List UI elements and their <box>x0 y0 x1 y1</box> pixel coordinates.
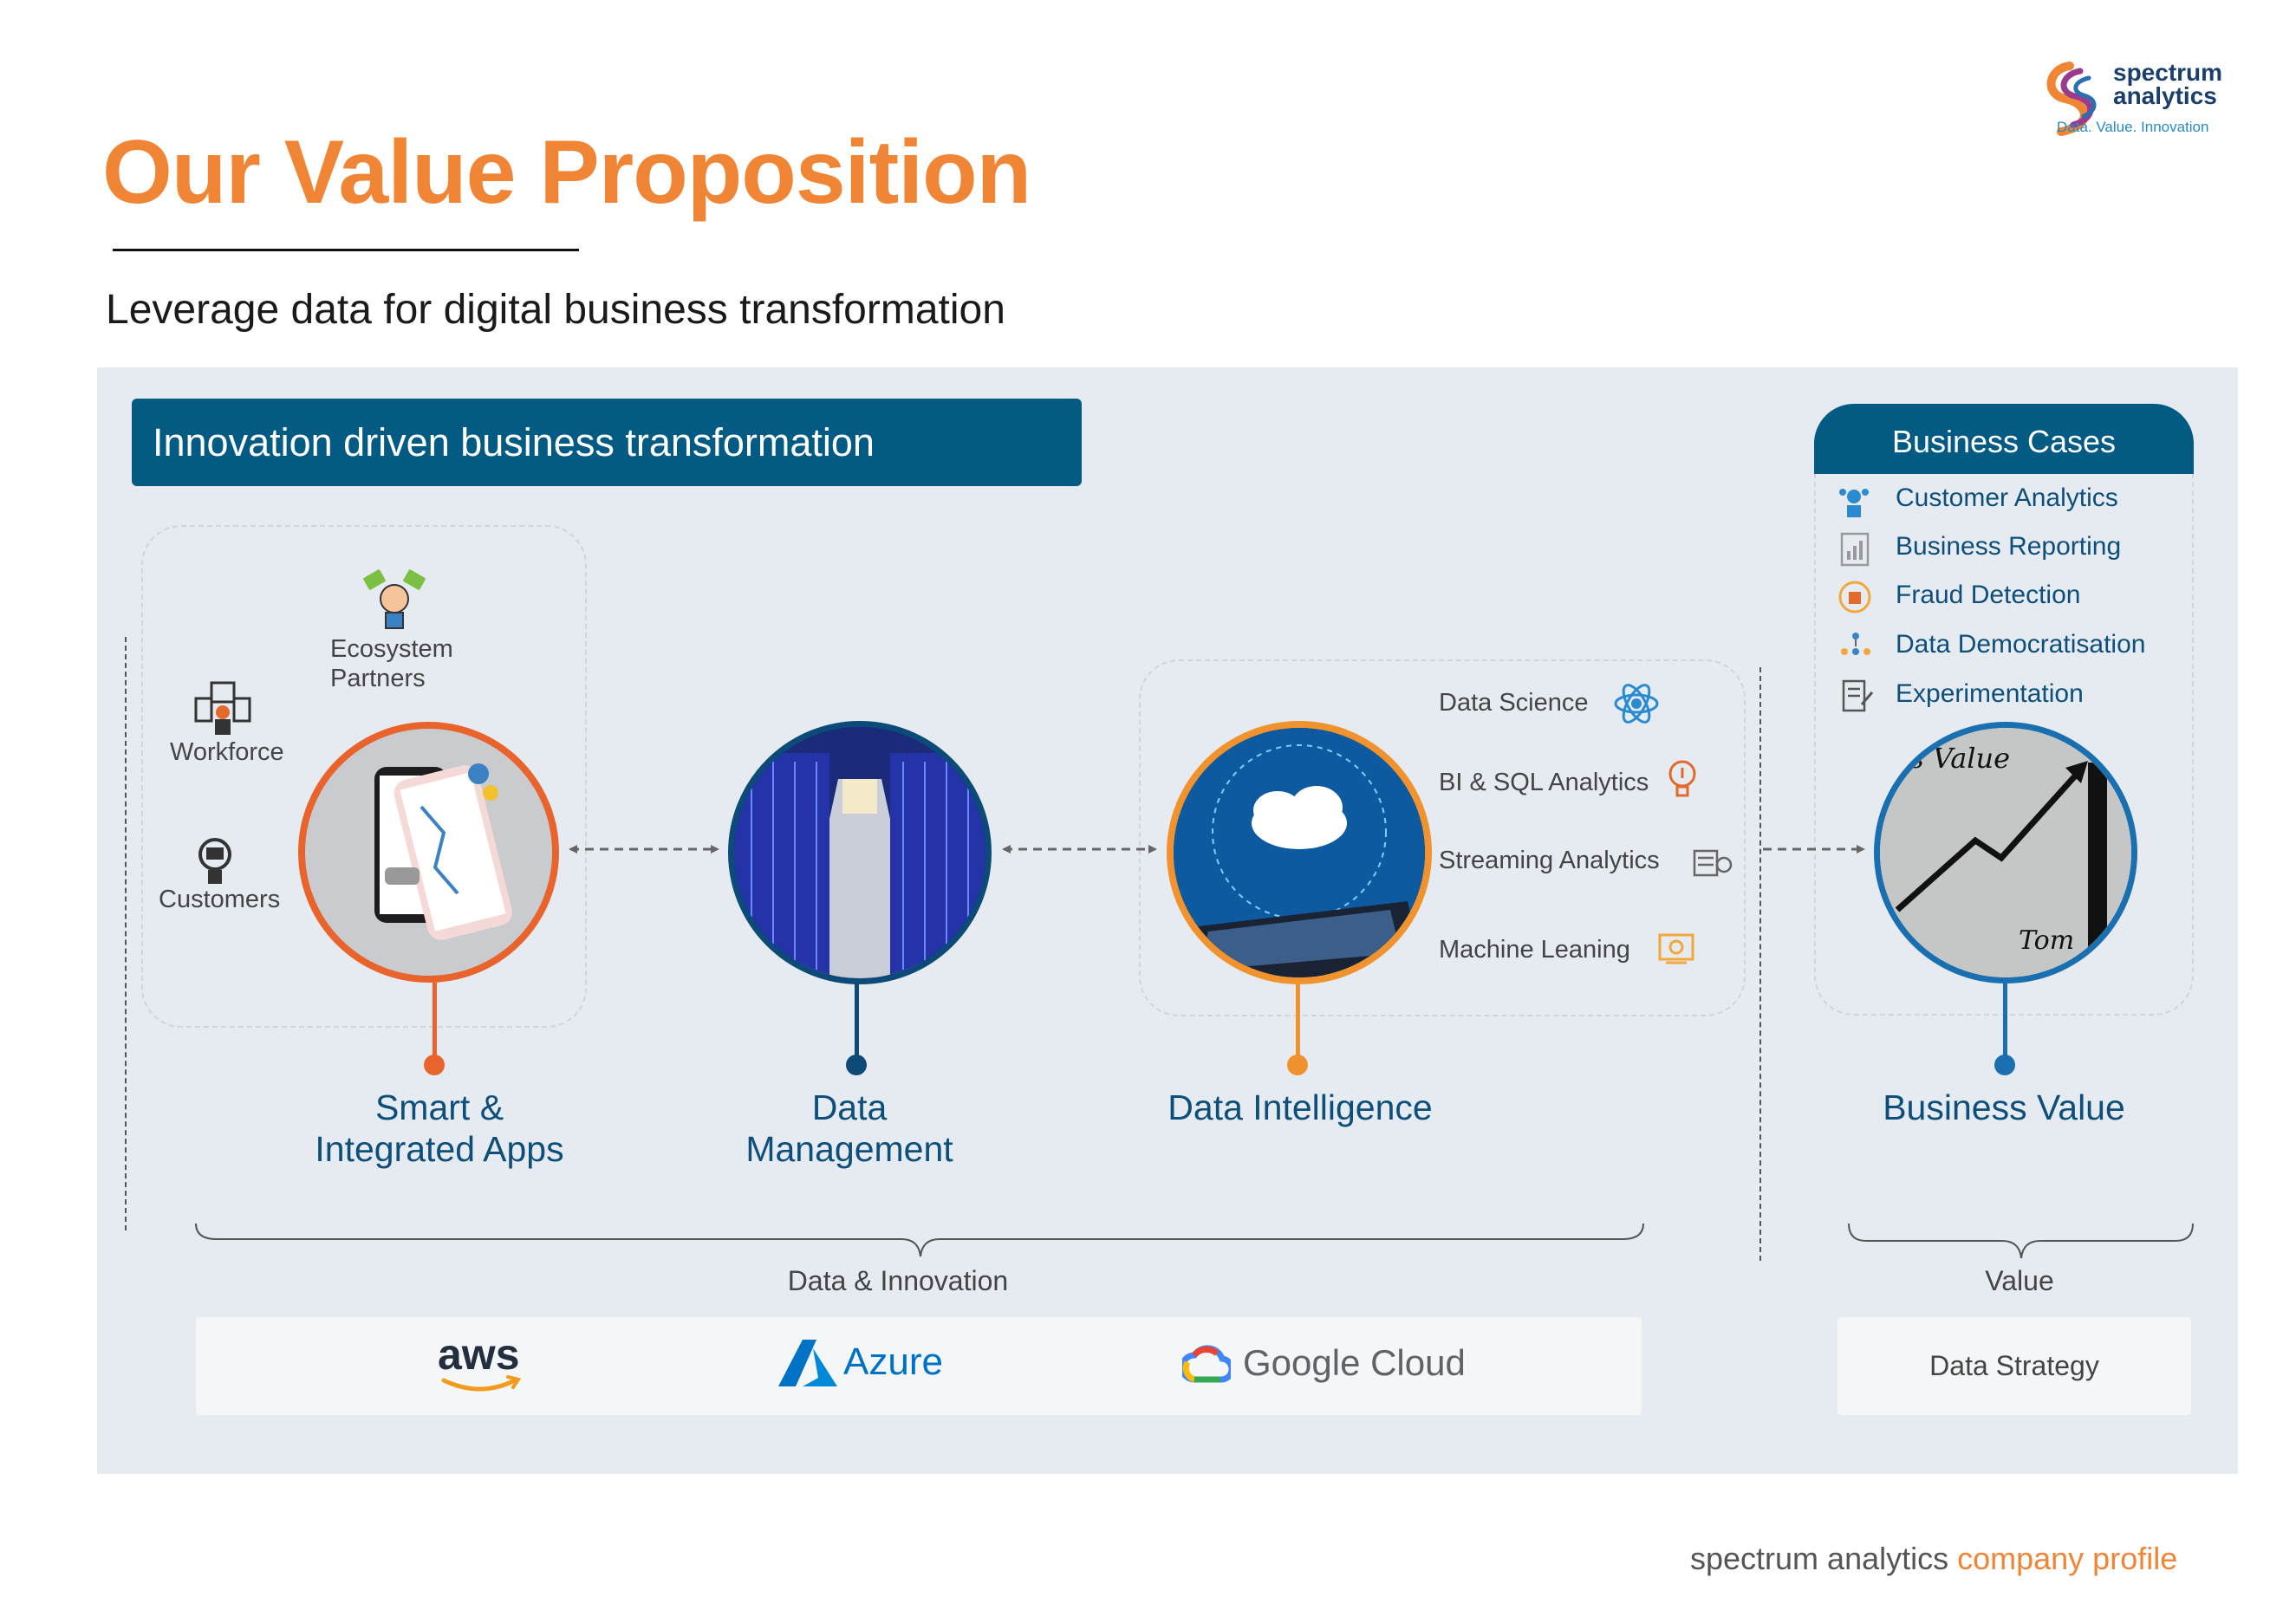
data-management-label: Data Management <box>676 1087 1023 1170</box>
aws-smile-icon <box>440 1375 522 1394</box>
value-bracket <box>1849 1224 2193 1258</box>
data-stem <box>855 983 859 1065</box>
data-innovation-caption: Data & Innovation <box>725 1265 1071 1297</box>
value-caption: Value <box>1933 1265 2106 1297</box>
data-innovation-bracket <box>196 1224 1643 1256</box>
google-cloud-icon <box>1182 1345 1231 1385</box>
smart-apps-label: Smart & Integrated Apps <box>266 1087 613 1170</box>
azure-icon <box>778 1340 837 1386</box>
value-dot <box>1994 1055 2015 1075</box>
azure-logo: Azure <box>843 1341 943 1384</box>
aws-logo: aws <box>438 1329 520 1380</box>
footer-text: spectrum analytics company profile <box>1690 1541 2177 1577</box>
value-stem <box>2003 983 2007 1065</box>
business-value-label: Business Value <box>1831 1087 2177 1128</box>
data-intelligence-label: Data Intelligence <box>1127 1087 1473 1128</box>
data-dot <box>846 1055 867 1075</box>
apps-stem <box>433 983 437 1065</box>
apps-dot <box>424 1055 445 1075</box>
google-cloud-logo: Google Cloud <box>1243 1342 1466 1384</box>
data-strategy-box: Data Strategy <box>1837 1317 2191 1415</box>
intelligence-dot <box>1287 1055 1308 1075</box>
intelligence-stem <box>1296 983 1300 1065</box>
